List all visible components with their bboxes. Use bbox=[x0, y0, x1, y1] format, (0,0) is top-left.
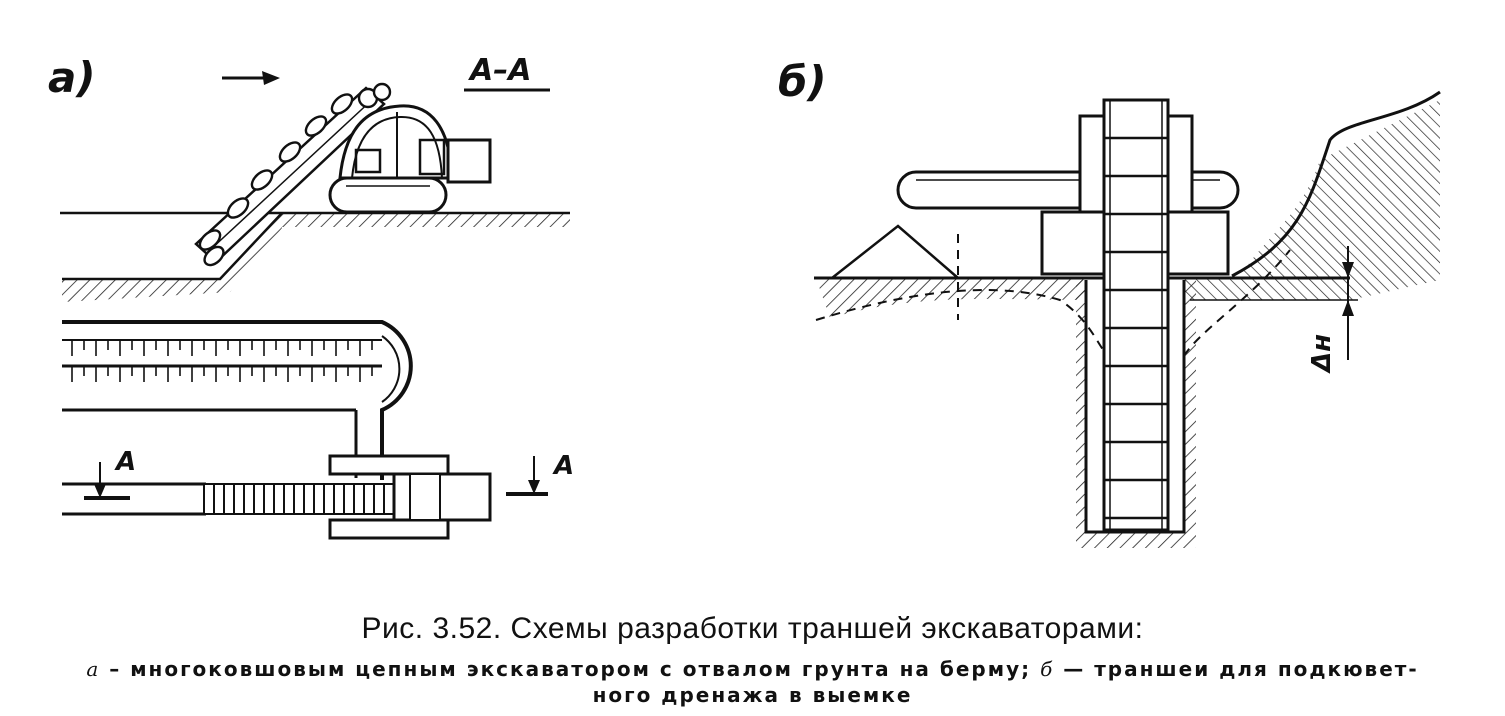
caption-b-letter: б bbox=[1040, 657, 1055, 681]
caption-title: Рис. 3.52. Схемы разработки траншей экск… bbox=[361, 612, 1144, 645]
caption-a-text: – многоковшовым цепным экскаватором с от… bbox=[100, 657, 1041, 681]
panel-b-label: б) bbox=[778, 57, 827, 106]
chain-link-lines bbox=[213, 484, 385, 514]
trench-b bbox=[1076, 280, 1196, 548]
caption-line-1: а – многоковшовым цепным экскаватором с … bbox=[0, 656, 1505, 682]
chain-links bbox=[203, 483, 395, 515]
panel-a-label: а) bbox=[48, 53, 96, 102]
plan-ticks bbox=[71, 340, 373, 382]
dim-label: Δн bbox=[1307, 334, 1337, 374]
spoil-pile bbox=[831, 224, 959, 279]
excavator-cab bbox=[338, 104, 492, 184]
cut-label-right: А bbox=[552, 451, 574, 481]
section-label: А–А bbox=[468, 53, 531, 88]
plan-view bbox=[62, 320, 492, 540]
cut-marker-right: А bbox=[506, 451, 574, 496]
caption-body: а – многоковшовым цепным экскаватором с … bbox=[0, 656, 1505, 708]
ground-surface-b bbox=[814, 90, 1441, 318]
direction-arrow-icon bbox=[222, 71, 280, 85]
buckets bbox=[198, 82, 392, 267]
caption-line-2: ного дренажа в выемке bbox=[592, 683, 913, 707]
cut-label-left: А bbox=[114, 447, 136, 477]
panel-b: б) bbox=[778, 57, 1441, 548]
bucket-chain-links-b bbox=[1104, 136, 1168, 520]
bucket-chain-b bbox=[1102, 98, 1170, 532]
caption-b-text: — траншеи для подкювет- bbox=[1054, 657, 1419, 681]
excavator-tracks bbox=[328, 176, 448, 214]
ground-upper bbox=[60, 211, 570, 227]
caption-a-letter: а bbox=[86, 657, 101, 681]
ground-lower bbox=[62, 212, 283, 302]
figure-drawing: а) А–А bbox=[48, 53, 1441, 548]
panel-a: а) А–А bbox=[48, 53, 574, 540]
dimension-delta: Δн bbox=[1190, 246, 1358, 374]
cut-marker-left: А bbox=[84, 447, 136, 500]
